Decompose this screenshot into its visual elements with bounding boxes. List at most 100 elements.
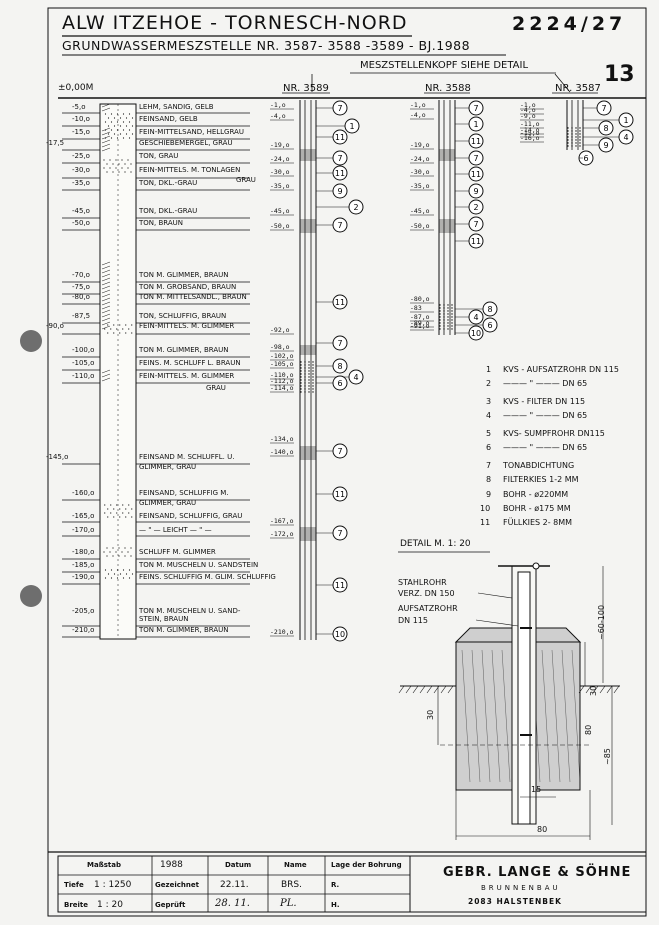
- detail-ground-hatch-l-446: [440, 685, 447, 694]
- log-dot-5-574-122: [125, 573, 128, 575]
- log-dot-0-126-122: [125, 125, 128, 127]
- log-dot-2-325-122: [125, 324, 127, 326]
- well-label-3588: NR. 3588: [425, 83, 471, 94]
- log-dot-2-333-116: [119, 332, 121, 334]
- layer-description: GLIMMER, GRAU: [139, 499, 197, 507]
- layer-description: GRAU: [206, 384, 226, 392]
- layer-description: GESCHIEBEMERGEL, GRAU: [139, 139, 233, 147]
- log-hatch-3-370: [101, 369, 111, 374]
- well-3589-gravel-389-301: [300, 388, 302, 390]
- log-dot-2-329-116: [116, 328, 118, 330]
- well-3589-gravel-389-313: [312, 388, 314, 390]
- log-dot-2-333-128: [131, 332, 133, 334]
- detail-ground-hatch-l-425: [419, 685, 426, 694]
- log-dot-2-333-104: [107, 332, 109, 334]
- well-3588-gravel-311-452: [451, 310, 453, 312]
- well-3587-gravel-134-568: [567, 133, 569, 135]
- well-3589-callout-num: 4: [353, 373, 358, 382]
- well-3588-gravel-314-440: [439, 313, 441, 315]
- log-hatch-2-322: [101, 321, 111, 326]
- log-dot-0-126-104: [107, 125, 110, 127]
- log-dot-3-505-110: [110, 504, 112, 506]
- log-hatch-1-148: [101, 147, 111, 152]
- log-dot-0-122-122: [122, 121, 125, 123]
- log-dot-1-168-128: [127, 167, 129, 169]
- log-dot-2-329-122: [122, 328, 124, 330]
- log-dot-0-118-128: [131, 117, 134, 119]
- log-dot-5-574-128: [131, 573, 134, 575]
- log-dot-4-556-116: [118, 555, 120, 557]
- page-subtitle: GRUNDWASSERMESZSTELLE NR. 3587- 3588 -35…: [62, 38, 471, 53]
- well-label-3589: NR. 3589: [283, 83, 329, 94]
- log-dot-1-164-110: [112, 163, 114, 165]
- log-dot-2-333-122: [125, 332, 127, 334]
- layer-description: TON M. MITTELSANDL., BRAUN: [139, 293, 247, 301]
- well-3589-gravel-392-313: [312, 391, 314, 393]
- log-dot-3-505-104: [104, 504, 106, 506]
- well-3588-gravel-329-448: [447, 328, 449, 330]
- log-dot-2-325-116: [119, 324, 121, 326]
- well-3589-gravel-371-301: [300, 370, 302, 372]
- well-3588-gravel-308-452: [451, 307, 453, 309]
- layer-description: FEINSAND, SCHLUFFIG, GRAU: [139, 512, 243, 520]
- detail-concrete-hatch-542: [541, 649, 551, 783]
- well-3589-callout-num: 7: [337, 447, 342, 456]
- well-3588-gravel-305-448: [447, 304, 449, 306]
- kopf-note: MESZSTELLENKOPF SIEHE DETAIL: [360, 60, 529, 71]
- well-3589-gravel-371-305: [304, 370, 306, 372]
- kopf-leader-right: [554, 73, 571, 93]
- log-dot-0-126-110: [113, 125, 116, 127]
- log-dot-4-548-128: [130, 547, 132, 549]
- well-3587-gravel-143-576: [575, 142, 577, 144]
- well-3588-gravel-323-440: [439, 322, 441, 324]
- layer-depth: -100,o: [72, 346, 95, 354]
- log-hatch-2-318: [101, 317, 111, 322]
- log-hatch-1-128: [101, 127, 111, 132]
- log-dot-1-164-122: [124, 163, 126, 165]
- dim-80-bottom: 80: [537, 825, 548, 834]
- detail-ground-hatch-r-598: [592, 685, 599, 694]
- tb-massstab: Maßstab: [87, 861, 121, 869]
- well-3588-gravel-320-444: [443, 319, 445, 321]
- legend-number: 9: [486, 490, 492, 499]
- page-title: ALW ITZEHOE - TORNESCH-NORD: [62, 12, 408, 34]
- legend-text: BOHR - ø175 MM: [503, 504, 571, 513]
- detail-ground-hatch-l-432: [426, 685, 433, 694]
- well-3589-gravel-374-313: [312, 373, 314, 375]
- log-dot-3-509-104: [107, 508, 109, 510]
- detail-label-stahlrohr-dn: VERZ. DN 150: [398, 589, 455, 598]
- well-3589-depth: -35,o: [270, 182, 290, 190]
- punch-hole-top: [20, 330, 42, 352]
- well-3588-depth: -80,o: [410, 295, 430, 303]
- layer-description: TON M. GROBSAND, BRAUN: [139, 283, 237, 291]
- dim-30-right: 30: [589, 685, 598, 696]
- detail-inner-pipe: [517, 571, 531, 825]
- well-3588-depth: -24,o: [410, 155, 430, 163]
- log-dot-3-505-122: [122, 504, 124, 506]
- well-3589-depth: -102,o: [270, 352, 294, 360]
- log-hatch-2-298: [101, 297, 111, 302]
- detail-ground-hatch-l-453: [447, 685, 454, 694]
- log-dot-3-517-122: [125, 516, 127, 518]
- well-3589-gravel-383-309: [308, 382, 310, 384]
- well-3588-depth: -30,o: [410, 168, 430, 176]
- legend-text: KVS - AUFSATZROHR DN 115: [503, 365, 619, 374]
- layer-depth: -25,o: [72, 152, 90, 160]
- layer-description: TON, SCHLUFFIG, BRAUN: [139, 312, 227, 320]
- log-dot-4-548-110: [112, 547, 114, 549]
- layer-depth: -5,o: [72, 103, 86, 111]
- detail-ground-hatch-r-612: [606, 685, 613, 694]
- log-dot-1-172-122: [124, 171, 126, 173]
- punch-hole-bottom: [20, 585, 42, 607]
- log-dot-2-325-110: [113, 324, 115, 326]
- company-name: GEBR. LANGE & SÖHNE: [443, 865, 632, 880]
- log-dot-0-114-128: [128, 113, 131, 115]
- detail-label-aufsatzrohr: AUFSATZROHR: [398, 604, 458, 613]
- log-hatch-0-104: [101, 103, 111, 108]
- log-hatch-2-262: [101, 261, 111, 266]
- tb-year: 1988: [160, 860, 183, 870]
- well-3589-gravel-383-305: [304, 382, 306, 384]
- layer-depth: -87,5: [72, 312, 91, 320]
- well-3589-depth: -105,o: [270, 360, 294, 368]
- well-3587-gravel-140-568: [567, 139, 569, 141]
